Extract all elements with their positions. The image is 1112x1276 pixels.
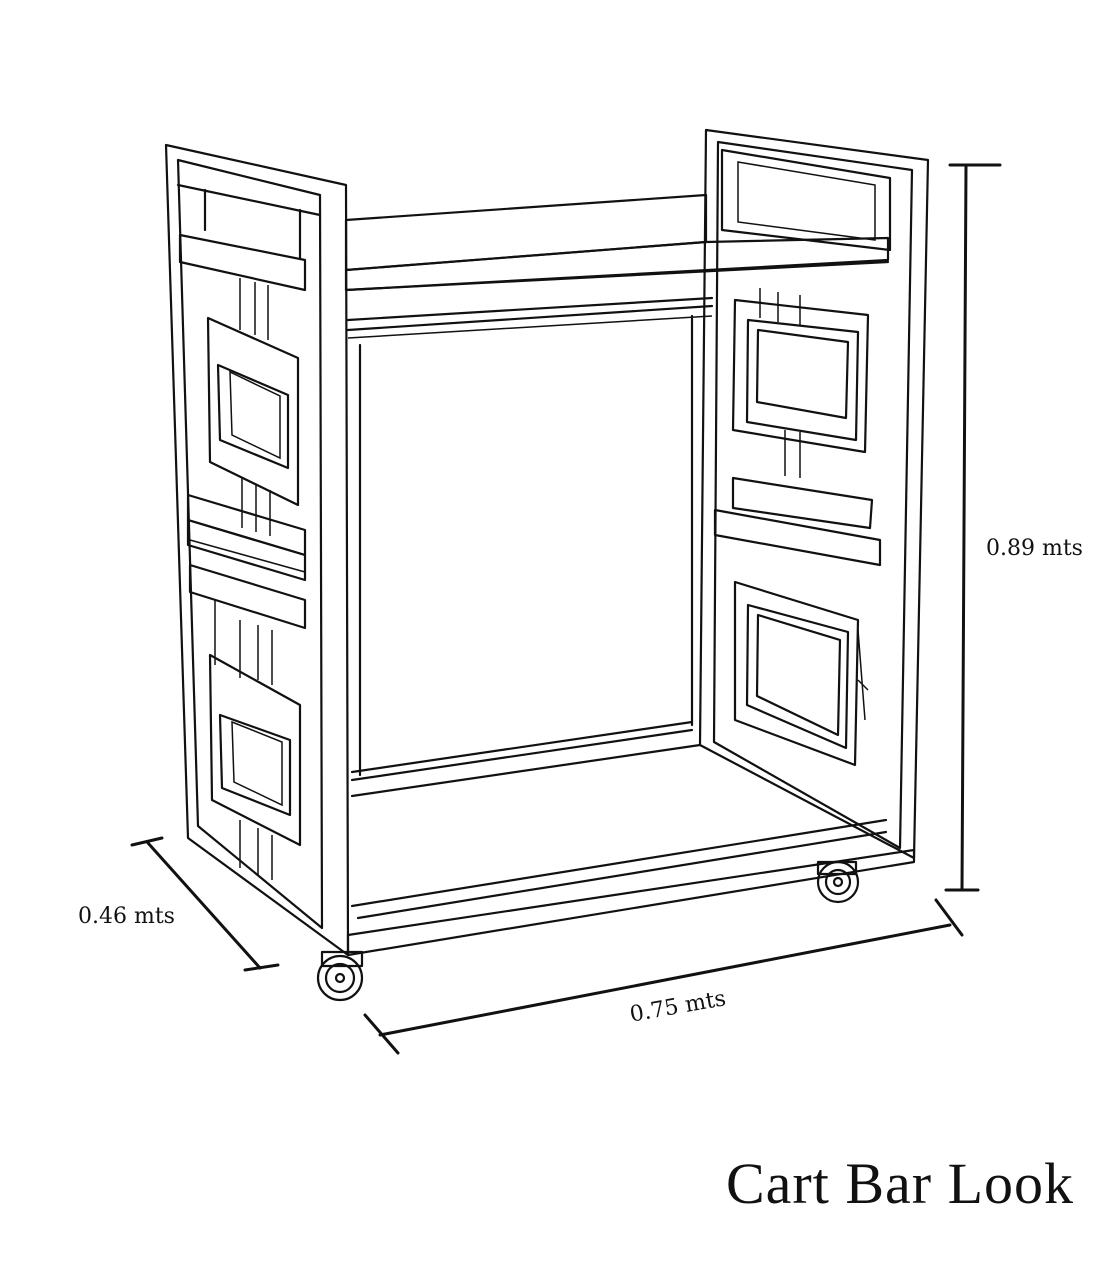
front-wheel (316, 950, 364, 1002)
height-dimension-line (944, 163, 1002, 892)
height-label: 0.89 mts (986, 536, 1083, 561)
width-dimension-line (363, 898, 964, 1055)
wheels (316, 860, 860, 1002)
page-title: Cart Bar Look (725, 1151, 1074, 1216)
back-wheel (816, 860, 860, 904)
top-tray (344, 193, 890, 339)
left-side-panel (164, 143, 350, 957)
depth-dimension-line (130, 836, 280, 972)
depth-label: 0.46 mts (78, 904, 175, 929)
bottom-tray (346, 314, 916, 957)
